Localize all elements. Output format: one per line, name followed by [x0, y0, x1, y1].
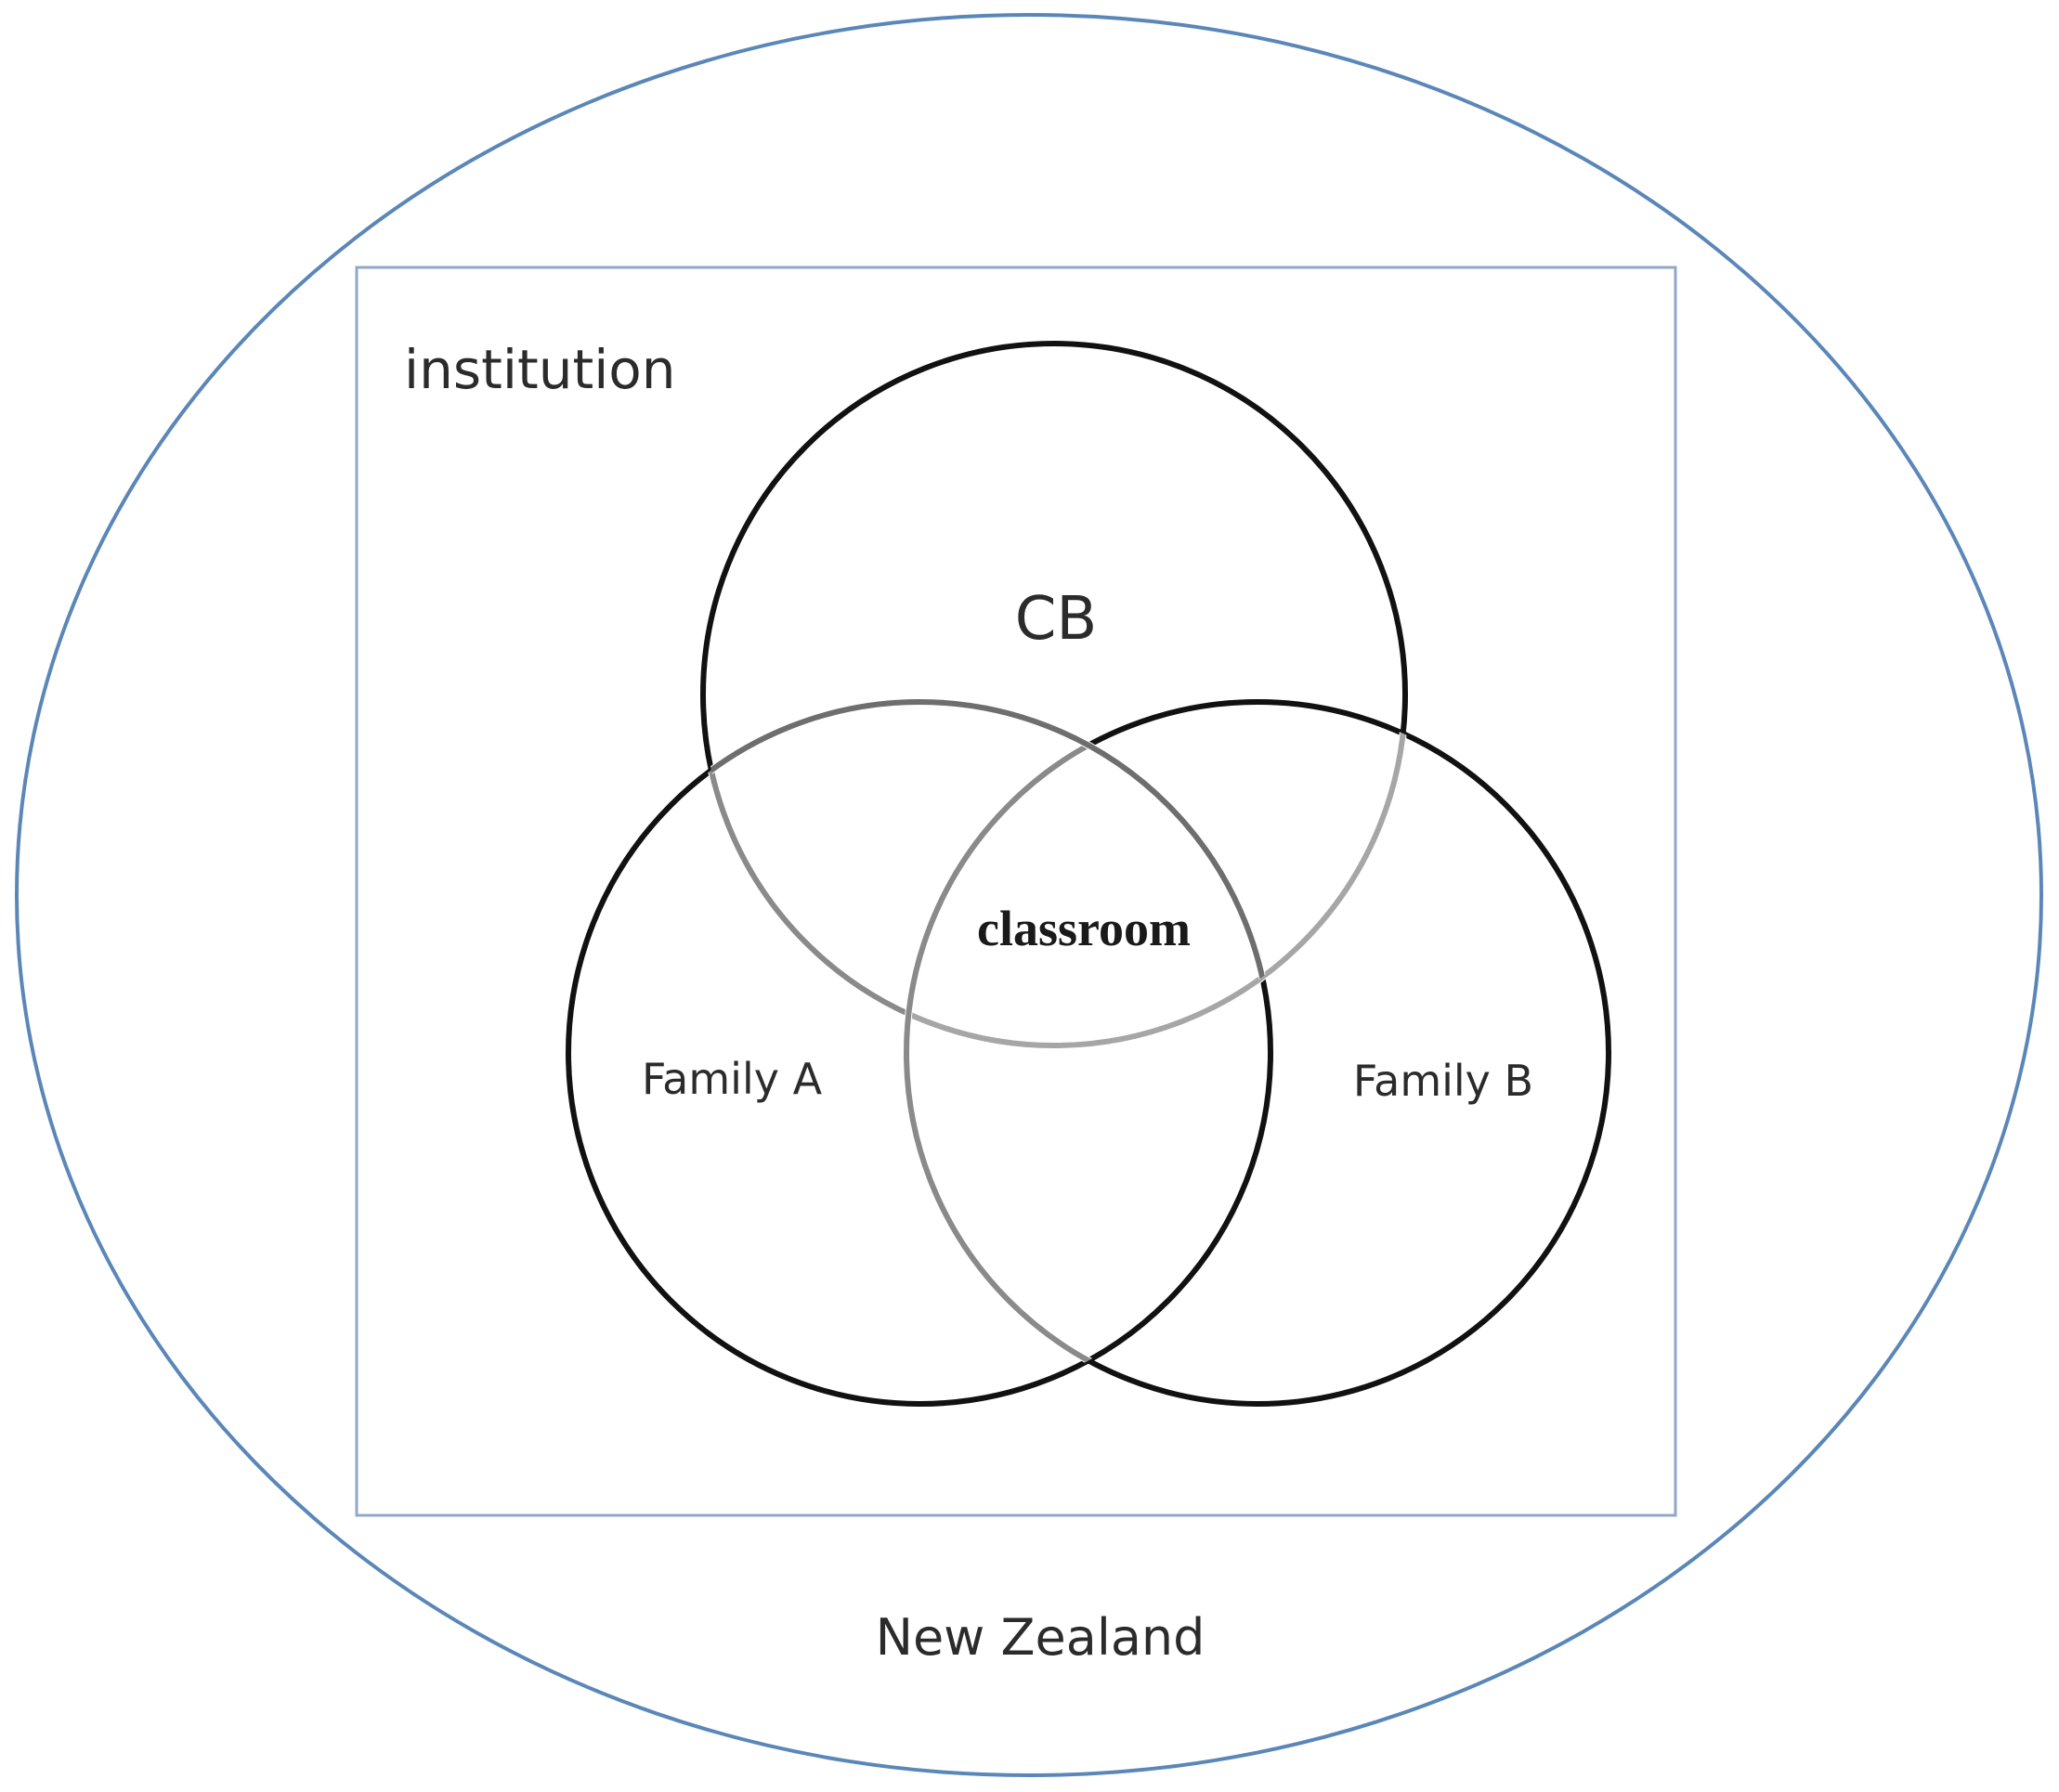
- cb-label: CB: [1015, 585, 1098, 654]
- venn-circles: [566, 341, 1611, 1407]
- institution-label: institution: [404, 338, 676, 401]
- family-a-label: Family A: [642, 1054, 823, 1104]
- classroom-label: classroom: [977, 901, 1191, 956]
- overlap-arcs: [699, 698, 1409, 1404]
- new-zealand-ellipse: [15, 13, 2043, 1777]
- family-b-label: Family B: [1353, 1056, 1533, 1106]
- new-zealand-label: New Zealand: [876, 1608, 1205, 1667]
- institution-box: [355, 266, 1677, 1517]
